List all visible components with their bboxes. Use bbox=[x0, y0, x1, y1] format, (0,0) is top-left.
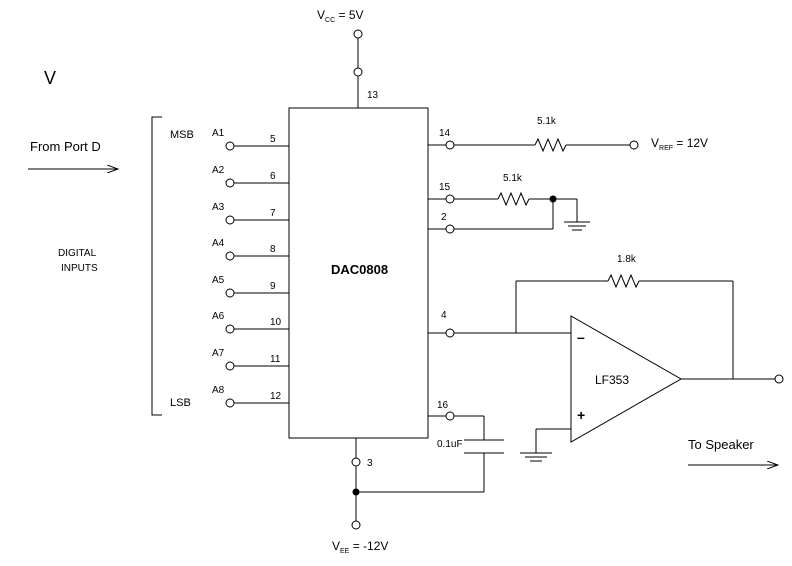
resistor-15-label: 5.1k bbox=[503, 173, 523, 184]
opamp-plus: + bbox=[577, 407, 585, 423]
vref-label: VREF = 12V bbox=[651, 136, 708, 152]
input-name: A7 bbox=[212, 348, 225, 359]
resistor-fb bbox=[607, 273, 640, 289]
resistor-15 bbox=[497, 191, 530, 207]
capacitor-label: 0.1uF bbox=[437, 439, 463, 450]
resistor-ref bbox=[534, 137, 567, 153]
input-pin-number: 6 bbox=[270, 171, 276, 182]
input-name: A4 bbox=[212, 238, 225, 249]
input-pin-number: 12 bbox=[270, 391, 282, 402]
pin-16-branch bbox=[356, 411, 504, 493]
input-pin-number: 10 bbox=[270, 317, 282, 328]
opamp-minus: – bbox=[577, 329, 585, 345]
input-pin-number: 8 bbox=[270, 244, 276, 255]
input-pin-row: A1 5 bbox=[212, 128, 289, 151]
speaker-label: To Speaker bbox=[688, 437, 754, 452]
opamp bbox=[570, 315, 683, 443]
input-pin-row: A7 11 bbox=[212, 348, 289, 371]
input-name: A2 bbox=[212, 165, 225, 176]
vee-supply-wire bbox=[351, 438, 361, 530]
digital-inputs-label-2: INPUTS bbox=[61, 263, 98, 274]
dac-chip bbox=[288, 107, 429, 439]
pin-15-branch bbox=[428, 191, 590, 234]
lsb-label: LSB bbox=[170, 397, 191, 409]
opamp-output-wire bbox=[681, 374, 784, 384]
vcc-label: VCC = 5V bbox=[317, 8, 364, 24]
input-pin-row: A2 6 bbox=[212, 165, 289, 188]
input-pin-row: A3 7 bbox=[212, 202, 289, 225]
inputs-bracket bbox=[151, 116, 162, 416]
pin-15-label: 15 bbox=[439, 182, 451, 193]
input-pin-row: A6 10 bbox=[212, 311, 289, 334]
vcc-supply-wire bbox=[353, 29, 363, 108]
input-pin-row: A4 8 bbox=[212, 238, 289, 261]
input-pin-number: 11 bbox=[270, 354, 281, 365]
input-pin-number: 9 bbox=[270, 281, 276, 292]
input-name: A6 bbox=[212, 311, 225, 322]
input-name: A1 bbox=[212, 128, 225, 139]
resistor-fb-label: 1.8k bbox=[617, 254, 637, 265]
pin-4-label: 4 bbox=[441, 310, 447, 321]
vee-label: VEE = -12V bbox=[332, 539, 388, 555]
resistor-ref-label: 5.1k bbox=[537, 116, 557, 127]
pin-4-branch bbox=[428, 273, 734, 379]
pin-13-label: 13 bbox=[367, 90, 379, 101]
input-pin-row: A5 9 bbox=[212, 275, 289, 298]
pin-16-label: 16 bbox=[437, 400, 449, 411]
vref-branch bbox=[428, 137, 639, 153]
page-title: V bbox=[44, 68, 56, 88]
port-d-label: From Port D bbox=[30, 139, 101, 154]
opamp-label: LF353 bbox=[595, 373, 629, 387]
input-pin-row: A8 12 bbox=[212, 385, 289, 408]
input-name: A8 bbox=[212, 385, 225, 396]
pin-3-label: 3 bbox=[367, 458, 373, 469]
pin-14-label: 14 bbox=[439, 128, 451, 139]
input-name: A5 bbox=[212, 275, 225, 286]
input-pin-number: 5 bbox=[270, 134, 276, 145]
pin-2-label: 2 bbox=[441, 212, 447, 223]
dac-chip-label: DAC0808 bbox=[331, 262, 388, 277]
input-name: A3 bbox=[212, 202, 225, 213]
input-pin-number: 7 bbox=[270, 208, 276, 219]
opamp-plus-ground bbox=[520, 428, 571, 462]
digital-inputs-label-1: DIGITAL bbox=[58, 248, 97, 259]
msb-label: MSB bbox=[170, 129, 194, 141]
